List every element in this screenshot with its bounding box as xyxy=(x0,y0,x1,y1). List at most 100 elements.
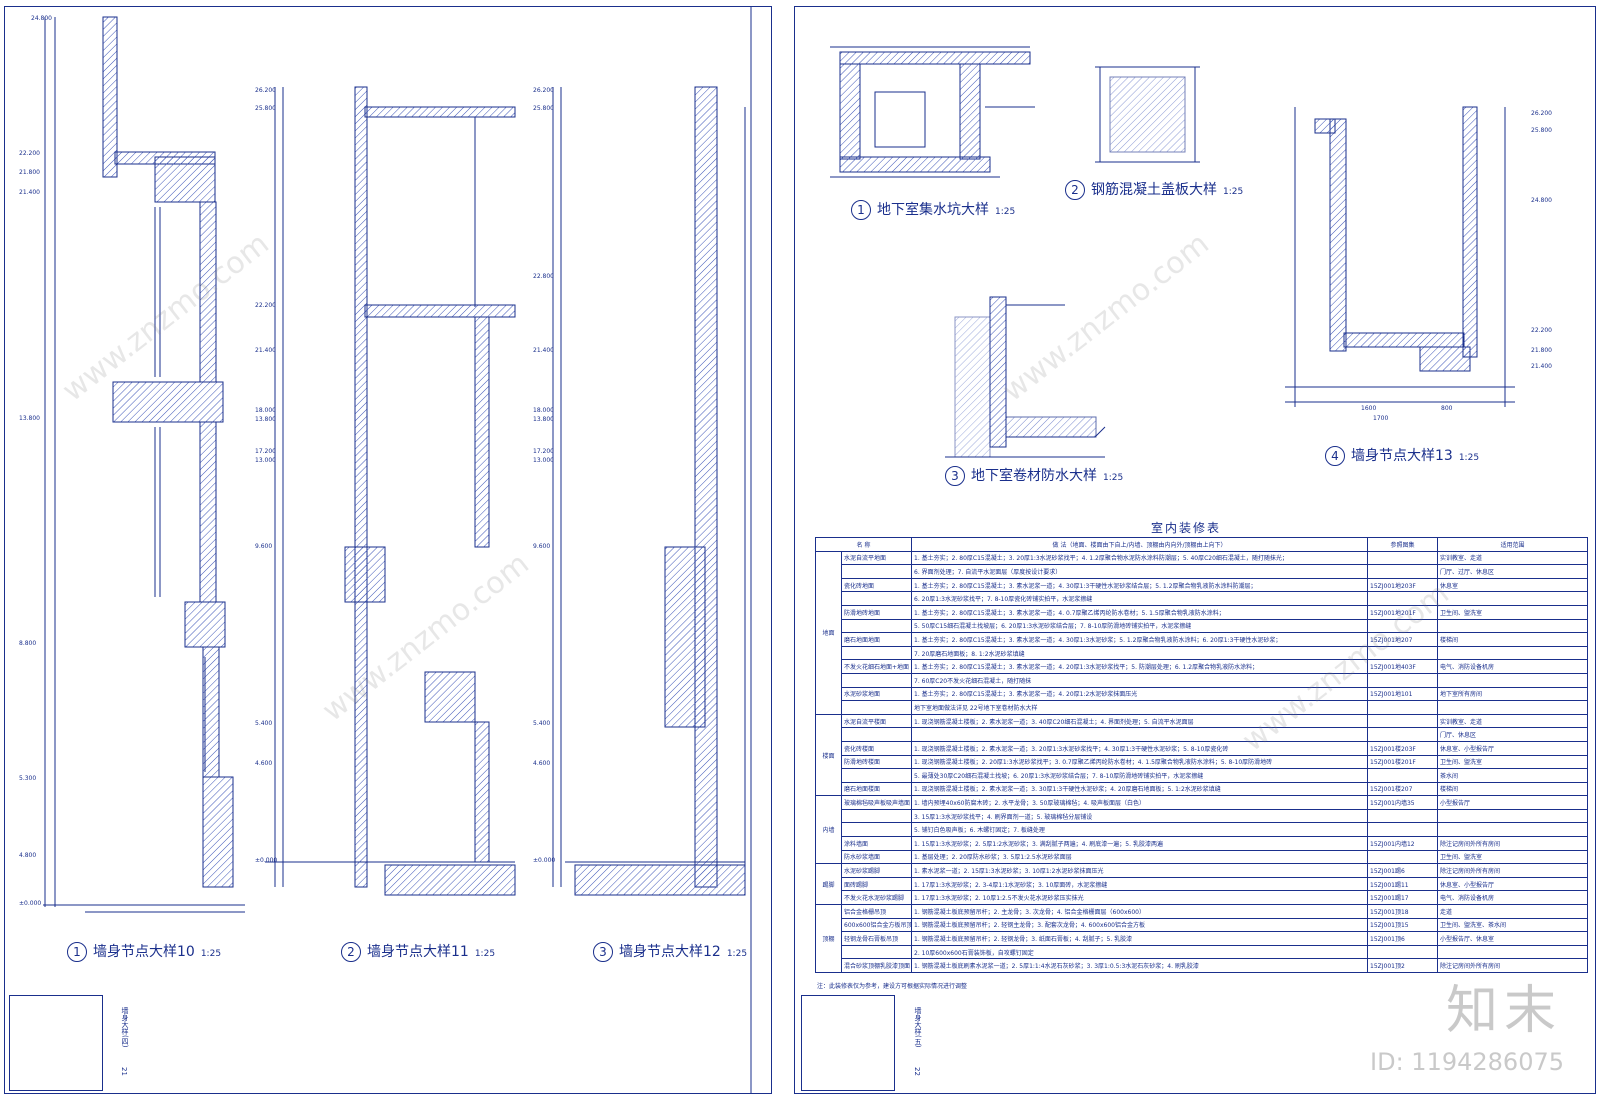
ref-cell xyxy=(1367,645,1439,661)
method-cell: 1. 15厚1:3水泥砂浆；2. 5厚1:2水泥砂浆；3. 满刮腻子两遍；4. … xyxy=(911,836,1369,851)
ref-cell: 15ZJ001楼203F xyxy=(1367,740,1439,756)
method-cell: 6. 界面剂处理；7. 自流平水泥面层（厚度按设计要求） xyxy=(911,564,1369,579)
finish-table-title: 室内装修表 xyxy=(1151,521,1222,535)
scope-cell: 休息室、小型报告厅 xyxy=(1437,740,1589,756)
method-cell: 6. 20厚1:3水泥砂浆找平；7. 8-10厚瓷化砖铺实拍平，水泥浆擦缝 xyxy=(911,591,1369,606)
ref-cell: 15ZJ001内墙12 xyxy=(1367,836,1439,851)
level-label: 21.400 xyxy=(19,189,40,196)
level-label: 26.200 xyxy=(533,87,554,94)
title-block xyxy=(801,995,895,1091)
method-cell: 5. 铺钉白色吸声板；6. 木螺钉固定；7. 板缝处理 xyxy=(911,822,1369,838)
ref-cell: 15ZJ001楼201F xyxy=(1367,754,1439,770)
level-label: 5.300 xyxy=(19,775,37,782)
caption-title: 墙身节点大样13 xyxy=(1351,448,1453,464)
sheet-title: 墙身大样(四) xyxy=(121,1007,129,1048)
method-cell: 7. 60厚C20不发火花细石混凝土，随打随抹 xyxy=(911,672,1369,688)
level-label: 17.200 xyxy=(255,448,276,455)
level-label: 22.800 xyxy=(533,273,554,280)
method-cell: 1. 基土夯实；2. 80厚C15混凝土；3. 素水泥浆一道；4. 20厚1:3… xyxy=(911,659,1369,674)
caption-title: 墙身节点大样10 xyxy=(93,944,195,960)
ref-cell: 15ZJ001踢6 xyxy=(1367,863,1439,878)
ref-cell xyxy=(1367,808,1439,824)
method-cell: 1. 基土夯实；2. 80厚C15混凝土；3. 素水泥浆一道；4. 20厚1:2… xyxy=(911,686,1369,702)
group-cell: 内墙 xyxy=(815,795,842,865)
level-label: 13.800 xyxy=(255,416,276,423)
level-label: ±0.000 xyxy=(255,857,278,864)
cover-plate-detail xyxy=(1095,66,1200,163)
caption-scale: 1:25 xyxy=(474,949,496,959)
method-cell: 1. 钢筋混凝土板底预留吊杆；2. 轻钢主龙骨；3. 配套次龙骨；4. 600x… xyxy=(911,917,1369,933)
method-cell: 1. 钢筋混凝土板底预留吊杆；2. 主龙骨；3. 次龙骨；4. 铝合金格栅面层（… xyxy=(911,904,1369,919)
level-label: 9.600 xyxy=(533,543,551,550)
level-label: 4.600 xyxy=(255,760,273,767)
image-id: ID: 1194286075 xyxy=(1370,1048,1564,1076)
level-label: 13.800 xyxy=(533,416,554,423)
caption-number: 1 xyxy=(851,200,871,220)
method-cell: 1. 基层处理；2. 20厚防水砂浆；3. 5厚1:2.5水泥砂浆面层 xyxy=(911,849,1369,865)
title-block xyxy=(9,995,103,1091)
group-cell: 踢脚 xyxy=(815,863,842,906)
ref-cell: 15ZJ001地207 xyxy=(1367,632,1439,647)
level-label: ±0.000 xyxy=(533,857,556,864)
method-cell: 1. 17厚1:3水泥砂浆；2. 3-4厚1:1水泥砂浆；3. 10厚面砖，水泥… xyxy=(911,876,1369,892)
method-cell: 5. 50厚C15细石混凝土找坡层；6. 20厚1:3水泥砂浆结合层；7. 8-… xyxy=(911,618,1369,634)
scope-cell: 休息室 xyxy=(1437,577,1589,593)
table-header-row: 名 称 做 法（地面、楼面由下自上/内墙、顶棚由内向外/顶棚由上向下） 参照图集… xyxy=(814,537,1589,552)
scope-cell: 卫生间、盥洗室 xyxy=(1437,849,1589,865)
ref-cell: 15ZJ001顶6 xyxy=(1367,931,1439,946)
method-cell: 1. 现浇钢筋混凝土楼板；2. 素水泥浆一道；3. 40厚C20细石混凝土；4.… xyxy=(911,713,1369,729)
caption-scale: 1:25 xyxy=(726,949,748,959)
caption-title: 钢筋混凝土盖板大样 xyxy=(1091,182,1217,198)
name-cell: 铝合金格栅吊顶 xyxy=(840,904,913,919)
scope-cell xyxy=(1437,944,1589,960)
wall-detail-13 xyxy=(1285,106,1515,407)
wall-detail-11 xyxy=(265,86,516,896)
name-cell: 防水砂浆墙面 xyxy=(840,849,913,865)
method-cell: 2. 10厚600x600石膏装饰板，自攻螺钉固定 xyxy=(911,944,1369,960)
ref-cell xyxy=(1367,618,1439,634)
table-row: 门厅、休息区 xyxy=(816,727,1589,742)
level-label: 25.800 xyxy=(1531,127,1552,134)
ref-cell xyxy=(1367,672,1439,688)
name-cell xyxy=(840,944,913,960)
table-row: 3. 15厚1:3水泥砂浆找平；4. 刷界面剂一道；5. 玻璃棉毡分层铺设 xyxy=(816,808,1589,824)
scope-cell: 楼梯间 xyxy=(1437,781,1589,797)
ref-cell: 15ZJ001踢11 xyxy=(1367,876,1439,892)
level-label: 13.000 xyxy=(533,457,554,464)
name-cell: 防滑地砖地面 xyxy=(840,604,913,620)
scope-cell: 地下室所有房间 xyxy=(1437,686,1589,702)
level-label: 13.000 xyxy=(255,457,276,464)
table-row: 6. 界面剂处理；7. 自流平水泥面层（厚度按设计要求）门厅、过厅、休息区 xyxy=(816,564,1589,579)
ref-cell xyxy=(1367,550,1439,566)
caption-number: 2 xyxy=(1065,180,1085,200)
level-label: 21.800 xyxy=(1531,347,1552,354)
method-cell: 1. 基土夯实；2. 80厚C15混凝土；3. 素水泥浆一道；4. 0.7厚聚乙… xyxy=(911,604,1369,620)
wall-detail-12 xyxy=(552,86,746,896)
group-cell: 楼面 xyxy=(815,713,842,797)
page-number: 21 xyxy=(120,1067,128,1076)
ref-cell xyxy=(1367,713,1439,729)
ref-cell xyxy=(1367,768,1439,783)
ref-cell xyxy=(1367,822,1439,838)
scope-cell: 休息室、小型报告厅 xyxy=(1437,876,1589,892)
name-cell: 瓷化砖楼面 xyxy=(840,740,913,756)
level-label: 22.200 xyxy=(1531,327,1552,334)
level-label: 24.800 xyxy=(31,15,52,22)
dimension-label: 800 xyxy=(1441,405,1453,412)
scope-cell xyxy=(1437,591,1589,606)
scope-cell: 卫生间、盥洗室、茶水间 xyxy=(1437,917,1589,933)
table-row: 5. 铺钉白色吸声板；6. 木螺钉固定；7. 板缝处理 xyxy=(816,822,1589,838)
ref-cell: 15ZJ001地403F xyxy=(1367,659,1439,674)
method-cell: 1. 现浇钢筋混凝土楼板；2. 素水泥浆一道；3. 20厚1:3水泥砂浆找平；4… xyxy=(911,740,1369,756)
scope-cell: 卫生间、盥洗室 xyxy=(1437,604,1589,620)
right-drawings xyxy=(830,46,1515,458)
page-number: 22 xyxy=(913,1067,921,1076)
name-cell: 混合砂浆顶棚乳胶漆顶面 xyxy=(840,958,913,973)
